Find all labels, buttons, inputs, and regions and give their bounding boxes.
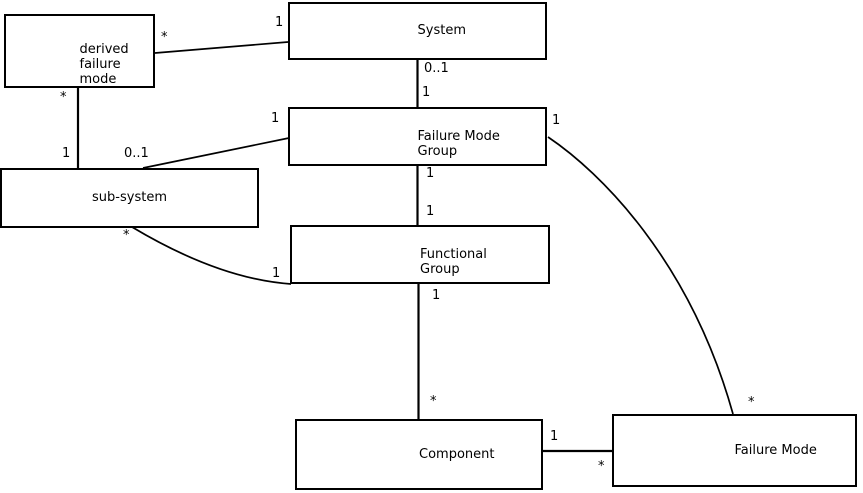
multiplicity-label: 0..1	[124, 146, 149, 161]
class-label-derived-failure-mode: derived failure mode	[79, 42, 129, 87]
class-box-derived-failure-mode: derived failure mode	[4, 14, 155, 88]
multiplicity-label: 1	[422, 85, 431, 100]
class-label-functional-group: Functional Group	[420, 246, 487, 277]
edge-system-derived-failure-mode	[154, 41, 289, 54]
class-box-sub-system: sub-system	[0, 168, 259, 228]
multiplicity-label: *	[748, 395, 755, 410]
multiplicity-label: 1	[426, 204, 435, 219]
class-label-component: Component	[419, 446, 495, 462]
class-box-failure-mode: Failure Mode	[612, 414, 857, 487]
class-label-system: System	[417, 23, 466, 38]
class-label-failure-mode: Failure Mode	[734, 442, 817, 458]
multiplicity-label: 1	[426, 166, 435, 181]
multiplicity-label: *	[123, 228, 130, 243]
multiplicity-label: 0..1	[424, 61, 449, 76]
multiplicity-label: 1	[272, 266, 281, 281]
multiplicity-label: 1	[552, 113, 561, 128]
multiplicity-label: 1	[62, 146, 71, 161]
edge-failure-mode-group-sub-system	[142, 137, 290, 169]
class-label-sub-system: sub-system	[92, 190, 167, 205]
class-box-component: Component	[295, 419, 543, 490]
multiplicity-label: 1	[550, 429, 559, 444]
class-box-functional-group: Functional Group	[290, 225, 550, 284]
edge-failure-mode-group-failure-mode	[547, 136, 734, 415]
multiplicity-label: *	[430, 394, 437, 409]
multiplicity-label: *	[598, 459, 605, 474]
multiplicity-label: *	[161, 30, 168, 45]
multiplicity-label: *	[60, 90, 67, 105]
class-box-failure-mode-group: Failure Mode Group	[288, 107, 547, 166]
class-label-failure-mode-group: Failure Mode Group	[417, 128, 500, 159]
multiplicity-label: 1	[432, 288, 441, 303]
multiplicity-label: 1	[275, 15, 284, 30]
multiplicity-label: 1	[271, 111, 280, 126]
class-box-system: System	[288, 2, 547, 60]
edge-sub-system-functional-group	[131, 226, 292, 285]
